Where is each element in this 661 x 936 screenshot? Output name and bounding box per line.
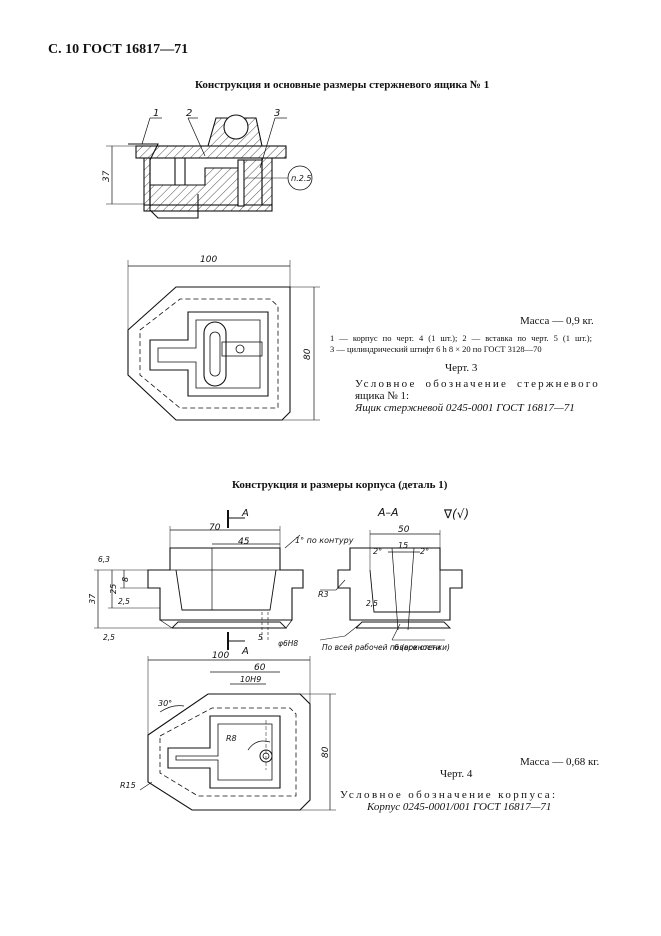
legend-line-1: 1 — корпус по черт. 4 (1 шт.); 2 — встав…: [330, 333, 592, 343]
section-title-2: Конструкция и размеры корпуса (деталь 1): [232, 479, 448, 491]
leader-3: 3: [274, 108, 280, 119]
dim-80-part: 80: [321, 746, 331, 758]
section-a-a: [319, 530, 463, 641]
front-view-2: [94, 510, 304, 650]
radius-r15: R15: [120, 781, 136, 790]
angle-2-right: 2°: [420, 547, 429, 556]
angle-30: 30°: [158, 699, 172, 708]
dim-60: 60: [254, 663, 266, 673]
dim-70: 70: [209, 523, 221, 533]
dim-45: 45: [238, 537, 250, 547]
leader-1: 1: [153, 108, 159, 119]
designation-1-line-1: Условное обозначение стержневого: [355, 378, 600, 390]
section-title-1: Конструкция и основные размеры стержнево…: [195, 79, 490, 91]
mass-note-2: Масса — 0,68 кг.: [520, 756, 600, 768]
designation-1: Условное обозначение стержневого ящика №…: [355, 378, 600, 414]
note-surface-1: По всей рабочей поверхности: [322, 643, 441, 652]
slope-contour: 1° по контуру: [295, 536, 354, 545]
dim-100: 100: [200, 255, 217, 265]
dim-2-5-a: 2,5: [118, 597, 130, 606]
dim-37-part: 37: [88, 593, 97, 604]
designation-1-line-2: ящика № 1:: [355, 390, 410, 402]
dim-37: 37: [102, 170, 112, 182]
hole-6h8: φ6Н8: [278, 639, 298, 648]
plan-view-1: [127, 260, 320, 421]
section-mark-top: A: [241, 508, 249, 519]
dim-6-3: 6,3: [98, 555, 110, 564]
callout-p25: п.2.5: [291, 174, 312, 183]
leader-2: 2: [186, 108, 192, 119]
note-walls: 6 (все стенки): [394, 643, 450, 652]
legend-1: 1 — корпус по черт. 4 (1 шт.); 2 — встав…: [330, 333, 592, 355]
radius-r3: R3: [318, 590, 329, 599]
designation-2-line-2: Корпус 0245-0001/001 ГОСТ 16817—71: [367, 801, 552, 813]
section-view-label: A–A: [377, 506, 399, 519]
figure-label-3: Черт. 3: [445, 362, 478, 374]
section-view-1: [106, 114, 313, 219]
dim-50: 50: [398, 525, 410, 535]
dim-2-5-c: 2,5: [366, 599, 378, 608]
designation-2-line-1: Условное обозначение корпуса:: [340, 789, 558, 801]
section-mark-bottom: A: [241, 646, 249, 657]
dim-15: 15: [398, 541, 408, 550]
dim-25: 25: [109, 584, 118, 594]
dim-100-part: 100: [212, 651, 229, 661]
dim-8: 8: [121, 577, 130, 582]
designation-2: Условное обозначение корпуса: Корпус 024…: [340, 789, 558, 813]
designation-1-line-3: Ящик стержневой 0245-0001 ГОСТ 16817—71: [355, 402, 575, 414]
dim-80: 80: [303, 348, 313, 360]
angle-2-left: 2°: [373, 547, 382, 556]
radius-r8: R8: [226, 734, 237, 743]
dim-10h9: 10Н9: [240, 675, 261, 684]
page-header: С. 10 ГОСТ 16817—71: [48, 42, 189, 57]
plan-view-2: [139, 656, 336, 811]
figure-label-4: Черт. 4: [440, 768, 473, 780]
legend-line-2: 3 — цилиндрический штифт 6 h 8 × 20 по Г…: [330, 344, 542, 354]
roughness-symbol: ∇(√): [443, 507, 469, 521]
dim-2-5-b: 2,5: [103, 633, 115, 642]
dim-5: 5: [258, 633, 263, 642]
mass-note-1: Масса — 0,9 кг.: [520, 315, 594, 327]
